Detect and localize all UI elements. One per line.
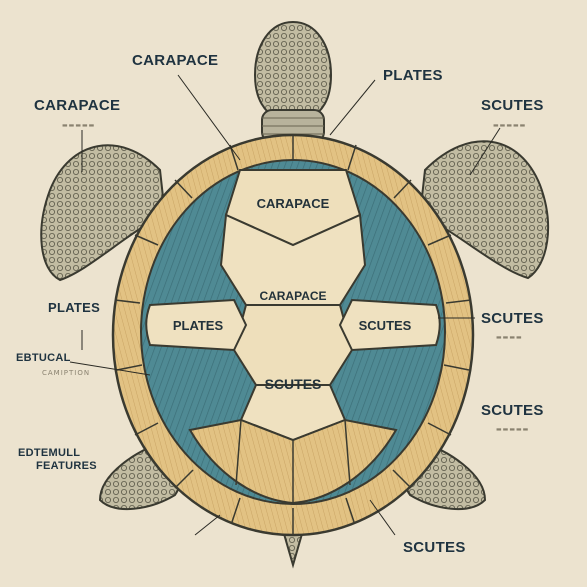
label-carapace-left-sub: ▬▬▬▬▬ [62, 122, 96, 129]
vertebral-scute-2 [219, 213, 367, 306]
vertebral-scute-3 [232, 304, 354, 386]
shell-label-scutes-inner: SCUTES [358, 318, 412, 333]
label-scutes-right-low-sub: ▬▬▬▬▬ [496, 426, 530, 433]
label-plates-left: PLATES [48, 300, 101, 315]
head [253, 20, 333, 121]
shell-label-carapace-center: CARAPACE [259, 289, 327, 303]
label-left-low-line2: FEATURES [36, 460, 97, 472]
label-scutes-right-top: SCUTES [481, 97, 544, 114]
label-carapace-left: CARAPACE [34, 97, 121, 114]
label-carapace-top: CARAPACE [132, 52, 219, 69]
label-scutes-right-top-sub: ▬▬▬▬▬ [493, 122, 527, 129]
label-left-mid-line2: CAMIPTION [42, 369, 91, 377]
marginal-scutes [114, 135, 472, 535]
label-left-mid-line1: EBTUCAL [16, 352, 71, 364]
shell-label-scutes-lower: SCUTES [264, 376, 322, 392]
costal-scute-right [338, 298, 441, 352]
label-plates-top: PLATES [383, 67, 443, 84]
costal-scute-left [145, 298, 248, 352]
label-scutes-right-mid: SCUTES [481, 310, 544, 327]
label-scutes-bottom: SCUTES [403, 539, 466, 556]
label-scutes-right-low: SCUTES [481, 402, 544, 419]
label-left-low-line1: EDTEMULL [18, 447, 81, 459]
label-scutes-right-mid-sub: ▬▬▬▬ [496, 334, 523, 341]
shell-label-carapace-upper: CARAPACE [256, 196, 330, 211]
front-left-flipper [40, 144, 167, 282]
front-right-flipper [418, 140, 550, 280]
shell-label-plates: PLATES [172, 318, 224, 333]
leader-lines [69, 74, 501, 536]
